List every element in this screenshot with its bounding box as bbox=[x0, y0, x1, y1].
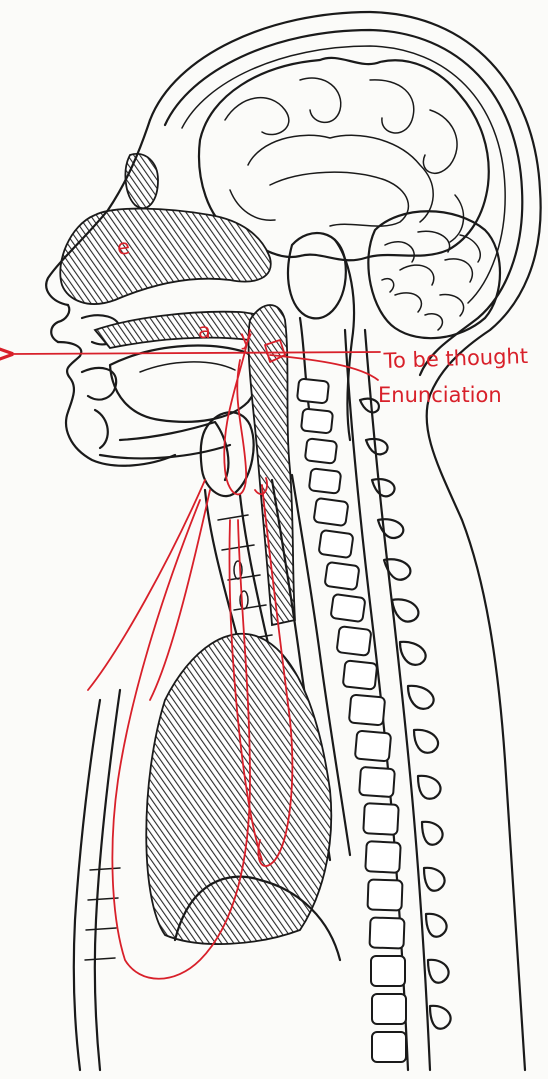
nasal-cavity bbox=[46, 120, 271, 305]
handwritten-letter-a: a bbox=[198, 319, 211, 343]
thorax bbox=[74, 634, 340, 1070]
label-enunciation: Enunciation bbox=[378, 383, 502, 407]
mandible bbox=[100, 422, 230, 480]
brainstem bbox=[288, 233, 354, 440]
handwritten-letter-y: y bbox=[240, 326, 252, 350]
label-to-be-thought: To be thought bbox=[382, 344, 528, 373]
annotation-labels: To be thought Enunciation bbox=[378, 344, 528, 407]
cerebellum bbox=[368, 211, 500, 338]
arrow-left-icon bbox=[10, 352, 380, 354]
